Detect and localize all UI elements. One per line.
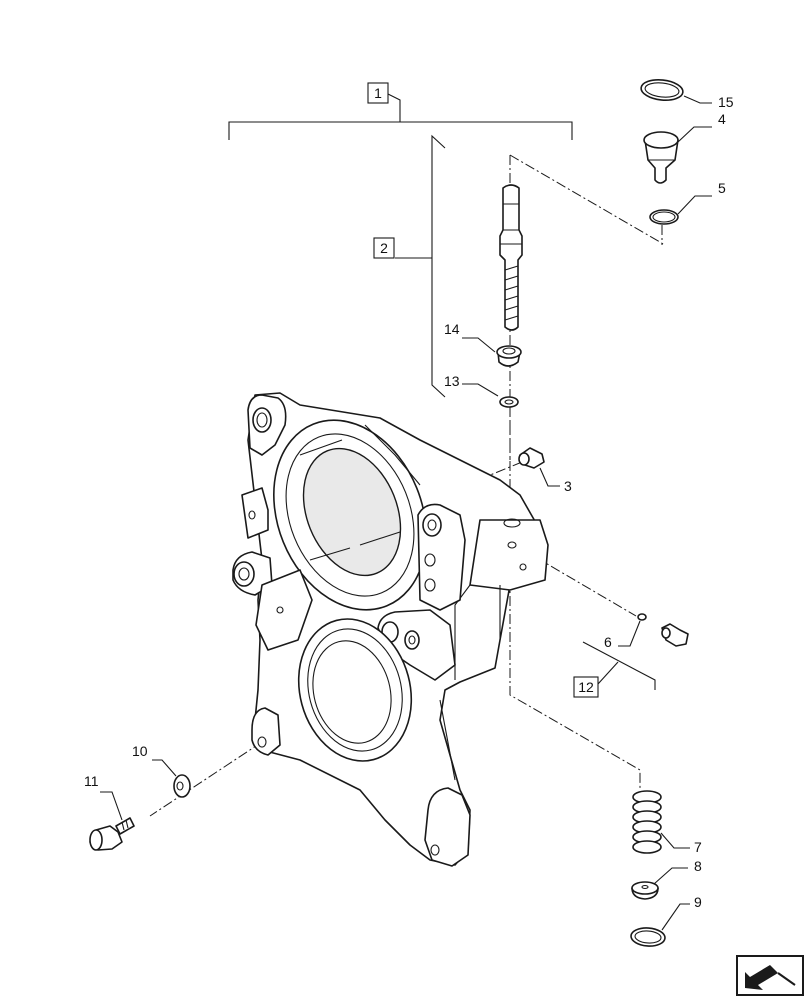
part-2-valve-spool [499,184,523,331]
group-2-bracket: 2 [373,134,446,398]
callout-14: 14 [444,321,460,337]
part-14-guide: 14 [444,321,522,367]
part-9-circlip: 9 [630,894,702,947]
callout-1: 1 [374,85,382,101]
part-10-washer: 10 [132,743,191,798]
part-8-retainer: 8 [631,858,702,900]
callout-box-2 [373,237,395,259]
part-11-bolt: 11 [84,773,135,851]
main-housing [232,392,549,867]
callout-11: 11 [84,773,99,789]
callout-box-12 [573,676,599,698]
part-15-snap-ring: 15 [640,79,734,110]
callout-5: 5 [718,180,726,196]
part-6-seal-screw: 6 [604,613,689,650]
callout-7: 7 [694,839,702,855]
callout-13: 13 [444,373,460,389]
part-7-spring: 7 [632,790,702,855]
arrow-return-icon[interactable] [736,955,804,996]
group-1-bracket: 1 [228,82,573,140]
callout-6: 6 [604,634,612,650]
part-4-plug: 4 [643,111,726,184]
callout-10: 10 [132,743,148,759]
callout-2: 2 [380,240,388,256]
part-3-bushing: 3 [518,447,572,494]
callout-12: 12 [578,679,594,695]
part-13-washer: 13 [444,373,519,408]
callout-3: 3 [564,478,572,494]
part-5-o-ring: 5 [649,180,726,225]
callout-box-1 [367,82,389,104]
callout-9: 9 [694,894,702,910]
group-12-bracket: 12 [573,641,656,698]
callout-4: 4 [718,111,726,127]
callout-8: 8 [694,858,702,874]
callout-15: 15 [718,94,734,110]
